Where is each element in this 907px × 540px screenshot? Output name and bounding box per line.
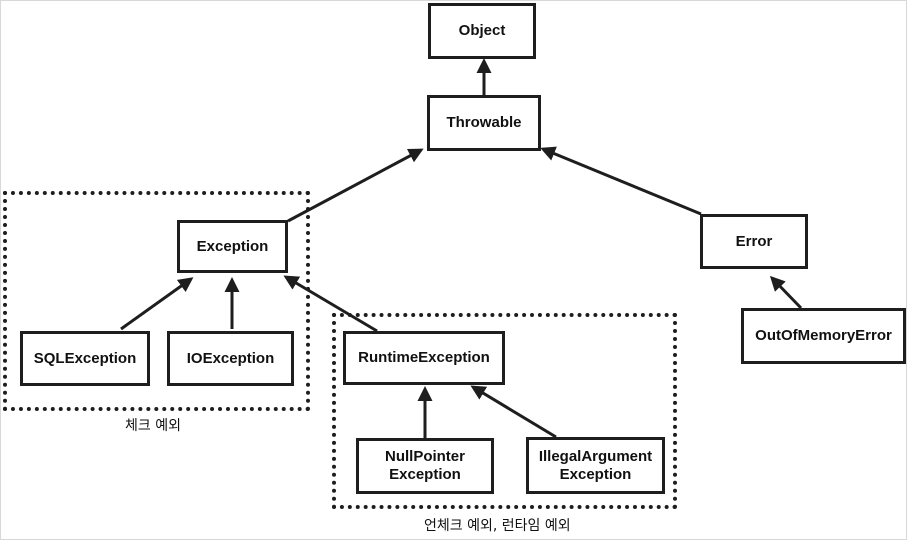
node-ioexception-label: IOException	[186, 349, 275, 367]
node-exception-label: Exception	[196, 237, 269, 255]
checked-exception-label: 체크 예외	[125, 418, 181, 434]
arrow-runtimeexception-to-exception	[283, 275, 378, 333]
node-error: Error	[700, 214, 808, 269]
node-object-label: Object	[458, 22, 506, 39]
node-object: Object	[428, 3, 536, 59]
unchecked-exception-label: 언체크 예외, 런타임 예외	[424, 518, 571, 534]
arrow-error-to-throwable	[540, 146, 702, 216]
node-illegalargumentexception: IllegalArgument Exception	[526, 437, 665, 494]
node-throwable-label: Throwable	[446, 114, 522, 131]
arrow-outofmemoryerror-to-error	[769, 275, 803, 310]
node-sqlexception: SQLException	[20, 331, 150, 386]
unchecked-exception-group	[332, 313, 677, 509]
node-exception: Exception	[177, 220, 288, 273]
node-nullpointerexception: NullPointer Exception	[356, 438, 494, 494]
arrow-illegalargument-to-runtimeexception	[470, 385, 557, 439]
arrow-exception-to-throwable	[287, 148, 424, 223]
node-outofmemoryerror-label: OutOfMemoryError	[755, 327, 892, 344]
node-illegalargumentexception-label: IllegalArgument Exception	[538, 447, 653, 483]
checked-exception-group	[3, 191, 310, 411]
node-ioexception: IOException	[167, 331, 294, 386]
node-throwable: Throwable	[427, 95, 541, 151]
node-error-label: Error	[735, 232, 773, 250]
node-runtimeexception-label: RuntimeException	[358, 349, 490, 366]
node-sqlexception-label: SQLException	[33, 349, 137, 367]
node-runtimeexception: RuntimeException	[343, 331, 505, 385]
node-nullpointerexception-label: NullPointer Exception	[384, 448, 465, 483]
node-outofmemoryerror: OutOfMemoryError	[741, 308, 906, 364]
arrow-sqlexception-to-exception	[120, 277, 194, 331]
